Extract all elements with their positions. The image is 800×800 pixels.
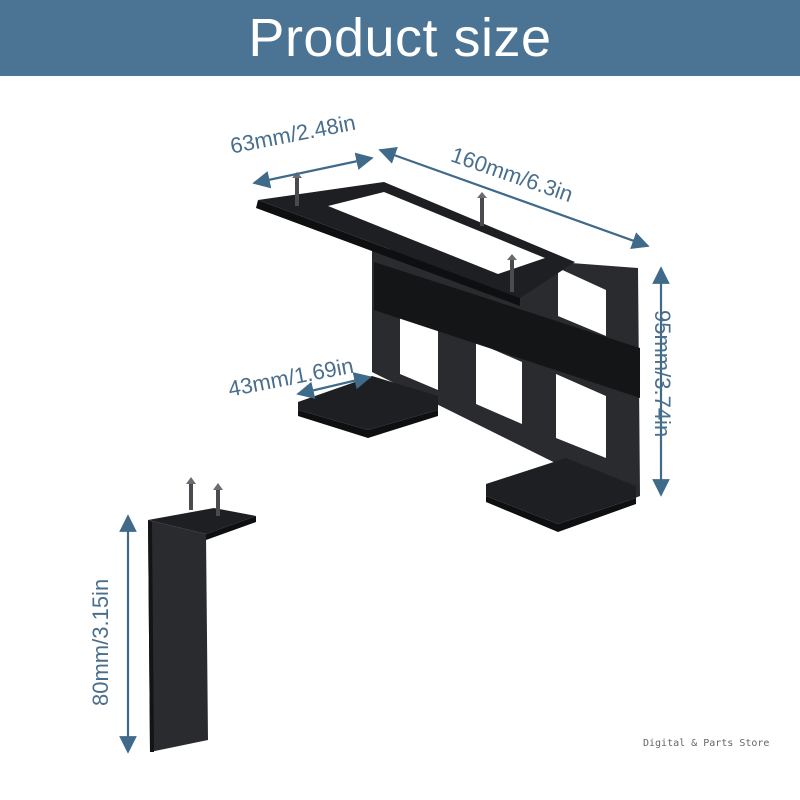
bracket-flange (148, 508, 256, 534)
page-title: Product size (248, 8, 552, 68)
shelf-holder (256, 172, 640, 532)
foot-arrow (296, 372, 372, 399)
screw-icon (186, 477, 196, 510)
right-foot (486, 458, 636, 524)
l-bracket (148, 477, 256, 752)
panel-window (400, 312, 438, 390)
depth-arrow (252, 152, 374, 189)
panel-window (558, 268, 606, 336)
screw-icon (213, 483, 223, 516)
dimension-height-label: 95mm/3.74in (650, 310, 675, 438)
panel-window (476, 342, 522, 424)
dimension-bracket-height-label: 80mm/3.15in (88, 578, 113, 706)
screw-icon (477, 192, 487, 226)
screw-icon (507, 254, 517, 292)
watermark: Digital & Parts Store (643, 738, 770, 749)
mounting-strap (374, 262, 640, 398)
left-foot (298, 376, 438, 430)
width-arrow (378, 147, 650, 249)
panel-window (556, 374, 606, 458)
bracket-body (148, 520, 208, 752)
header-banner: Product size (0, 0, 800, 76)
